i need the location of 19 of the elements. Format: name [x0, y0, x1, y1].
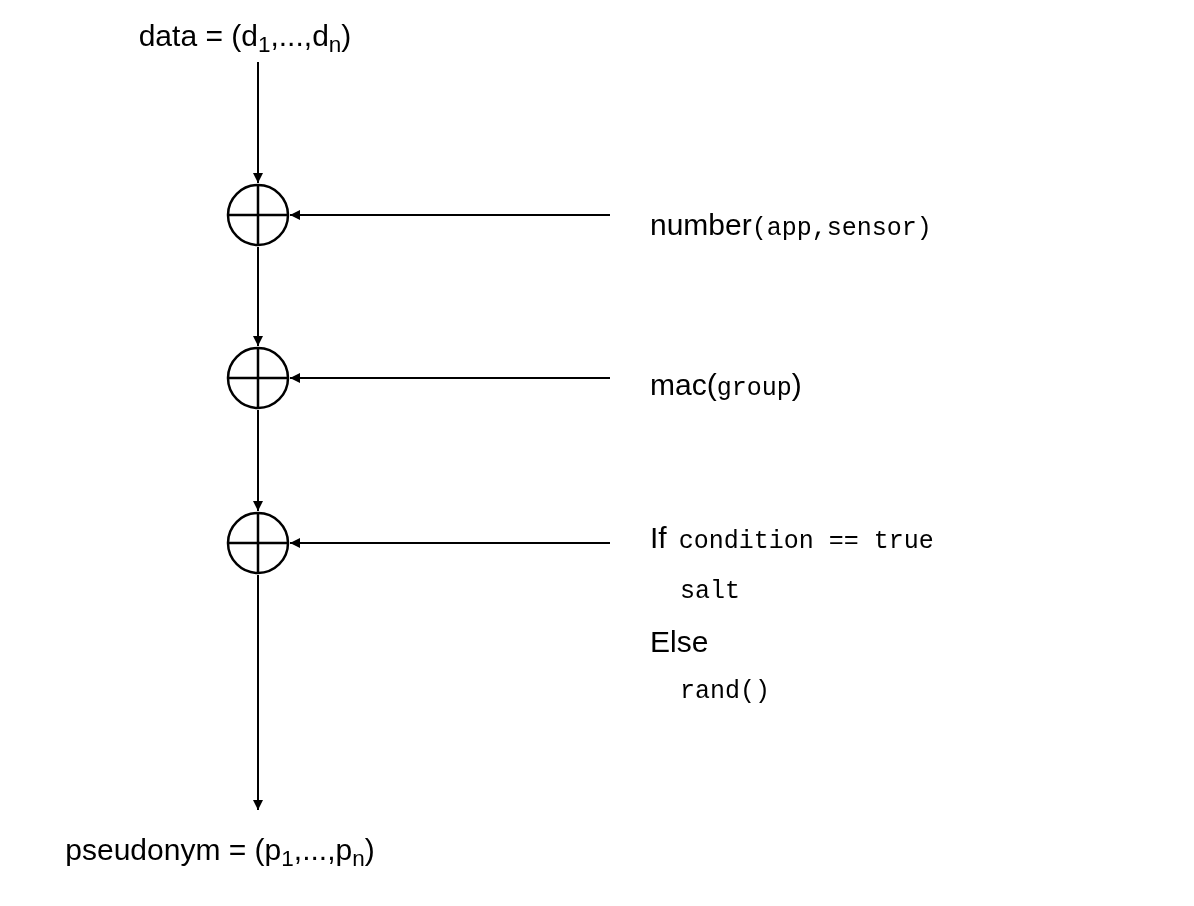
- arrow: [253, 574, 263, 811]
- label-text: data = (d$_{1}$,...,d$_{n}$): [138, 18, 352, 59]
- code-text: (app,sensor): [751, 214, 932, 245]
- code-text: rand(): [680, 675, 770, 708]
- arrow: [289, 210, 611, 220]
- label-text: number: [650, 207, 752, 243]
- label-text: Else: [650, 623, 709, 660]
- arrow: [253, 409, 263, 512]
- arrow: [253, 246, 263, 347]
- arrow: [289, 538, 611, 548]
- arrow: [289, 373, 611, 383]
- label-text: mac(: [650, 367, 717, 403]
- code-text: condition == true: [678, 525, 934, 558]
- label-text: pseudonym = (p$_{1}$,...,p$_{n}$): [65, 832, 375, 873]
- label-text: If: [650, 519, 667, 556]
- arrow: [253, 61, 263, 184]
- code-text: group: [716, 374, 792, 405]
- label-text: ): [791, 367, 802, 403]
- code-text: salt: [680, 575, 740, 608]
